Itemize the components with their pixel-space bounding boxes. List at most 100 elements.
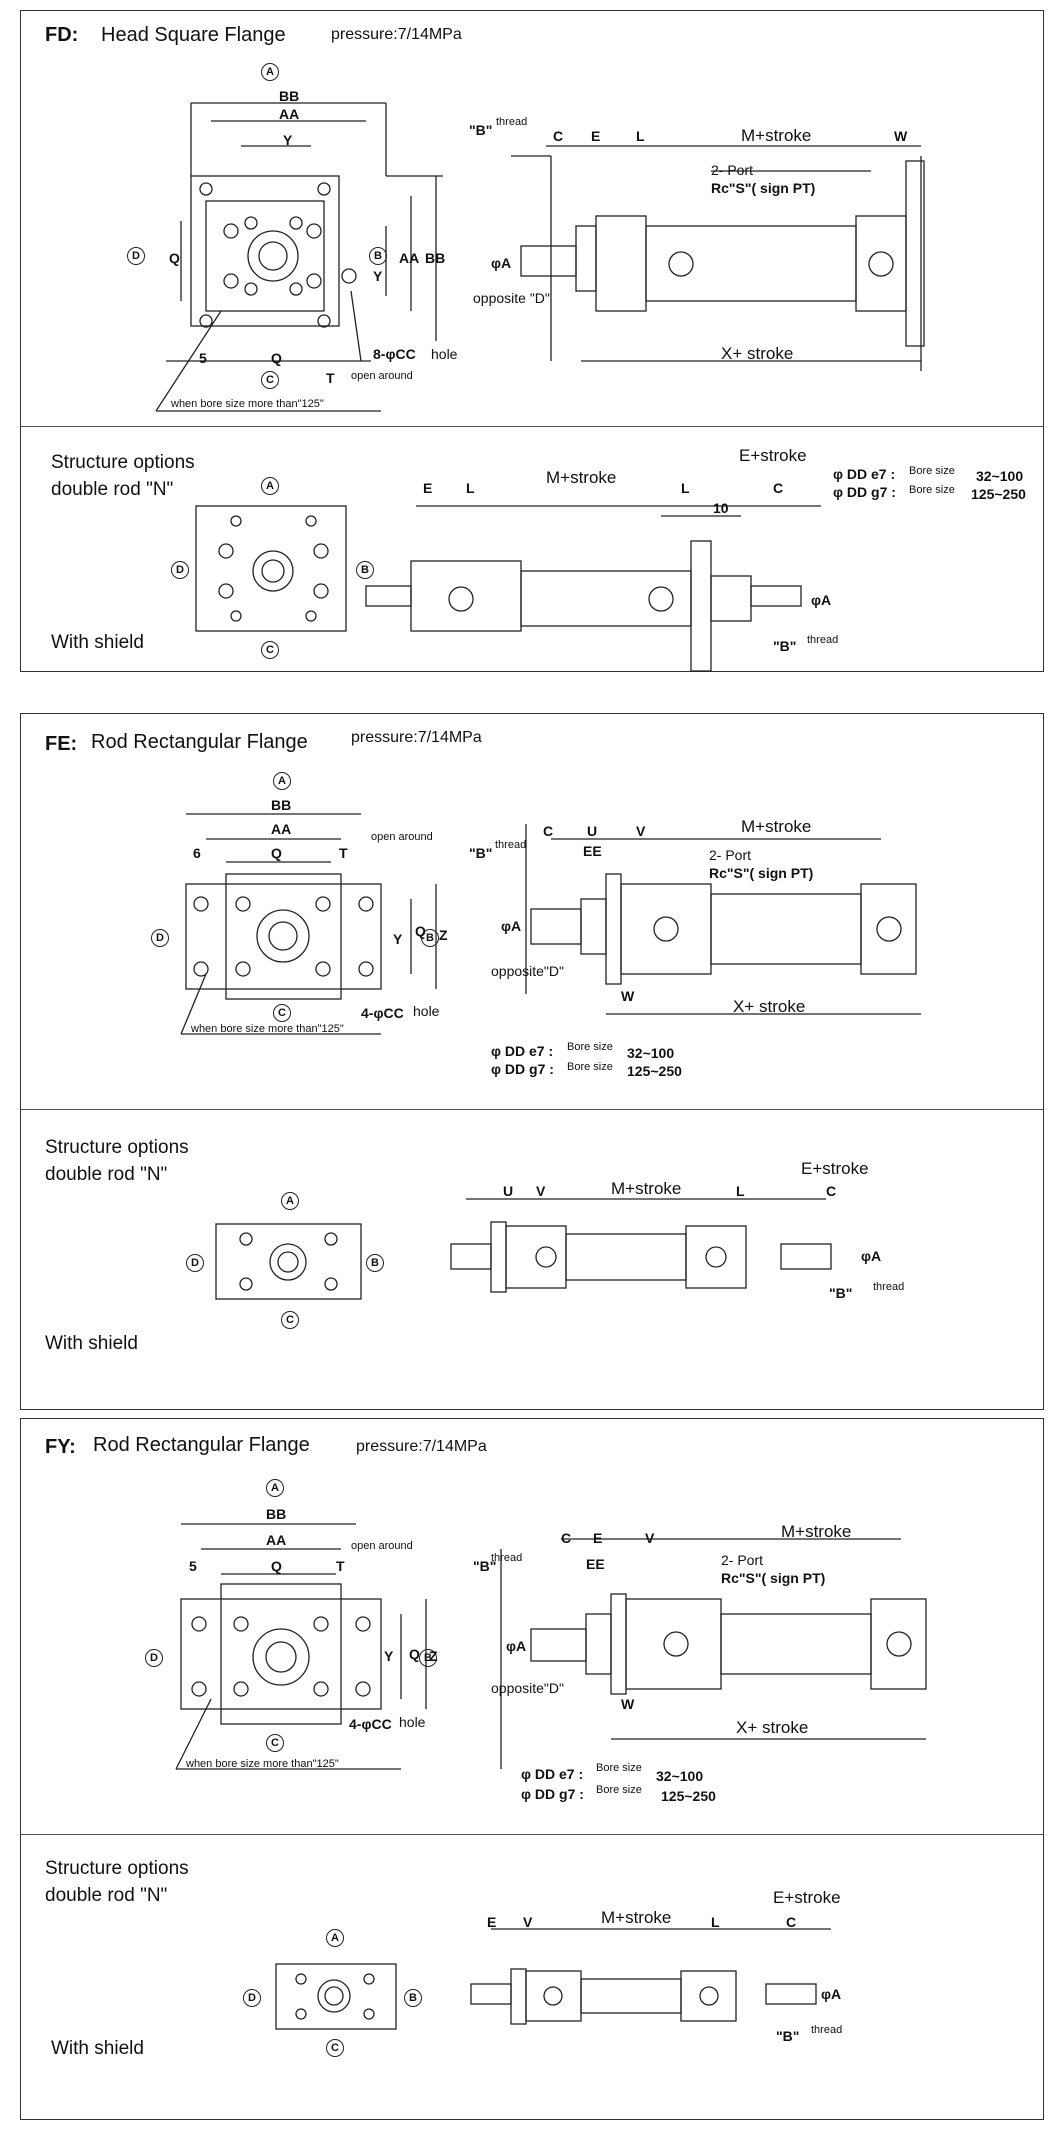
label-open-around: open around (371, 831, 433, 843)
section-fd: FD: Head Square Flange pressure:7/14MPa … (20, 10, 1044, 672)
dim-q-bottom: Q (271, 350, 282, 366)
side-dd1: φ DD e7 : (491, 1043, 554, 1059)
dim-q-right: Q (415, 923, 426, 939)
double-dd1-bore: Bore size (909, 465, 955, 477)
dim-y: Y (393, 931, 403, 947)
dim-y: Y (384, 1648, 394, 1664)
option-line-1: Structure options (51, 452, 195, 473)
side-e: E (591, 128, 601, 144)
dim-z: Z (429, 1648, 438, 1664)
dim-aa-right: AA (399, 250, 420, 266)
side-dd2: φ DD g7 : (491, 1061, 554, 1077)
side-u: U (587, 823, 598, 839)
side-m-stroke: M+stroke (741, 817, 812, 836)
view-marker-a: A (261, 477, 279, 495)
side-dd1: φ DD e7 : (521, 1766, 584, 1782)
double-thread: thread (807, 634, 839, 646)
side-opposite: opposite"D" (491, 1680, 564, 1696)
side-thread: thread (496, 116, 528, 128)
dim-5: 5 (199, 350, 207, 366)
view-marker-b: B (421, 929, 439, 947)
side-rc: Rc"S"( sign PT) (711, 180, 816, 196)
view-marker-d: D (171, 561, 189, 579)
double-l2: L (681, 480, 690, 496)
note-bore-size: when bore size more than"125" (186, 1758, 339, 1770)
view-marker-c: C (326, 2039, 344, 2057)
double-c: C (786, 1914, 797, 1930)
double-thread: thread (873, 1281, 905, 1293)
option-line-2: double rod "N" (45, 1164, 168, 1185)
dim-t: T (339, 845, 348, 861)
double-l: L (736, 1183, 745, 1199)
side-x-stroke: X+ stroke (733, 997, 806, 1016)
fy-drawing (175, 1523, 927, 2030)
side-opposite: opposite "D" (473, 290, 550, 306)
side-rc: Rc"S"( sign PT) (721, 1570, 826, 1586)
dim-t: T (336, 1558, 345, 1574)
side-w: W (894, 128, 908, 144)
side-m-stroke: M+stroke (781, 1522, 852, 1541)
side-port: 2- Port (709, 847, 752, 863)
section-fe: FE: Rod Rectangular Flange pressure:7/14… (20, 713, 1044, 1410)
side-dd2-bore: Bore size (596, 1784, 642, 1796)
double-phi-a: φA (861, 1248, 882, 1264)
double-e: E (423, 480, 433, 496)
section-title: Rod Rectangular Flange (91, 731, 308, 753)
side-port: 2- Port (711, 162, 754, 178)
double-v: V (536, 1183, 546, 1199)
view-marker-d: D (186, 1254, 204, 1272)
double-l: L (466, 480, 475, 496)
pressure-label: pressure:7/14MPa (356, 1438, 487, 1455)
double-phi-a: φA (821, 1986, 842, 2002)
double-m: M+stroke (546, 468, 617, 487)
side-phi-a: φA (491, 255, 512, 271)
view-marker-c: C (273, 1004, 291, 1022)
double-dd2-bore: Bore size (909, 484, 955, 496)
section-code: FE: (45, 733, 78, 755)
dim-aa: AA (271, 821, 292, 837)
shield-label: With shield (51, 632, 144, 653)
dim-y: Y (283, 132, 293, 148)
side-v: V (636, 823, 646, 839)
view-marker-a: A (281, 1192, 299, 1210)
dim-aa: AA (266, 1532, 287, 1548)
note-bore-size: when bore size more than"125" (191, 1023, 344, 1035)
side-phi-a: φA (506, 1638, 527, 1654)
dim-t: T (326, 370, 335, 386)
double-dd1-range: 32~100 (976, 468, 1024, 484)
side-ee: EE (586, 1556, 605, 1572)
dim-q: Q (271, 845, 282, 861)
shield-label: With shield (51, 2038, 144, 2059)
view-marker-c: C (261, 371, 279, 389)
side-opposite: opposite"D" (491, 963, 564, 979)
section-code: FY: (45, 1436, 76, 1458)
section-title: Head Square Flange (101, 24, 286, 46)
double-e: E+stroke (801, 1159, 869, 1178)
dim-bb: BB (266, 1506, 287, 1522)
dim-5: 5 (189, 1558, 197, 1574)
double-phi-a: φA (811, 592, 832, 608)
label-open-around: open around (351, 1540, 413, 1552)
dim-q-right: Q (409, 1646, 420, 1662)
fe-drawing (180, 813, 921, 1300)
double-dd1: φ DD e7 : (833, 466, 896, 482)
side-dd2-range: 125~250 (661, 1788, 716, 1804)
section-fy: FY: Rod Rectangular Flange pressure:7/14… (20, 1418, 1044, 2120)
fd-drawing (155, 102, 925, 672)
section-title: Rod Rectangular Flange (93, 1434, 310, 1456)
double-b: "B" (829, 1285, 853, 1301)
side-w: W (621, 1696, 635, 1712)
view-marker-a: A (326, 1929, 344, 1947)
double-c: C (773, 480, 784, 496)
double-b: "B" (776, 2028, 800, 2044)
dim-q: Q (169, 250, 180, 266)
view-marker-c: C (281, 1311, 299, 1329)
dim-bb-right: BB (425, 250, 446, 266)
label-hole: hole (399, 1714, 426, 1730)
view-marker-b: B (419, 1649, 437, 1667)
double-e2: E+stroke (739, 446, 807, 465)
side-l: L (636, 128, 645, 144)
side-dd1-bore: Bore size (567, 1041, 613, 1053)
view-marker-b: B (404, 1989, 422, 2007)
pressure-label: pressure:7/14MPa (331, 26, 462, 43)
